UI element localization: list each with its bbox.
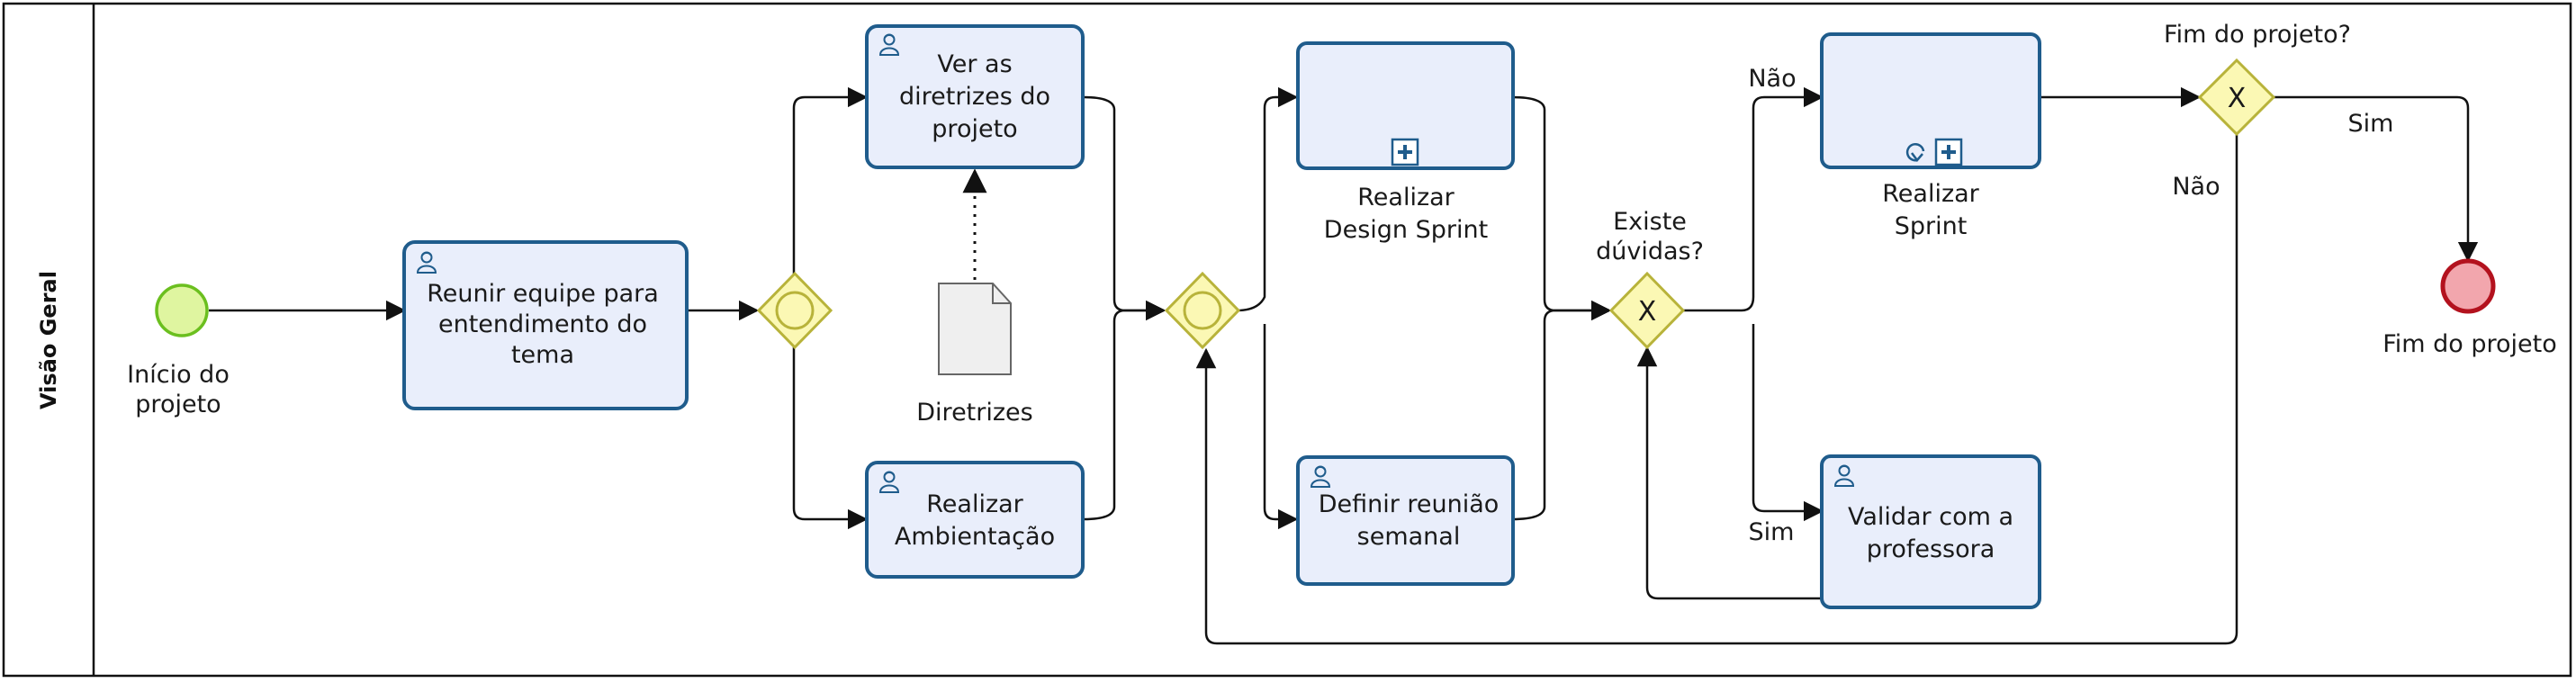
sequence-flows <box>209 86 2479 645</box>
gateway-inclusive-split[interactable] <box>756 271 833 350</box>
subprocess-marker-icon <box>1934 138 1963 166</box>
flow-label-nao: Não <box>2172 173 2220 201</box>
end-event[interactable] <box>2440 258 2496 314</box>
task-label-line: Design Sprint <box>1324 216 1488 244</box>
flow-label-sim: Sim <box>2348 110 2394 138</box>
gateway-existe-duvidas[interactable]: X <box>1608 271 1686 350</box>
task-label-line: tema <box>511 341 574 369</box>
exclusive-marker: X <box>1638 296 1657 328</box>
task-label-line: semanal <box>1357 523 1461 551</box>
data-object-diretrizes[interactable]: Diretrizes <box>916 283 1033 427</box>
loop-marker-icon <box>1905 143 1925 162</box>
task-label-line: Definir reunião <box>1319 490 1500 518</box>
task-label-line: Realizar <box>1882 180 1979 208</box>
task-validar-professora[interactable]: Validar com a professora <box>1820 454 2041 609</box>
task-label-line: Ver as <box>937 50 1012 78</box>
exclusive-marker: X <box>2228 83 2247 114</box>
gateway-fim-label: Fim do projeto? <box>2164 21 2351 49</box>
gateway-fim-do-projeto[interactable]: X <box>2197 58 2276 137</box>
flow-label-nao: Não <box>1748 65 1796 93</box>
gateway-inclusive-join-split[interactable] <box>1164 271 1241 350</box>
gateway-label-line: dúvidas? <box>1596 238 1704 265</box>
task-label-line: diretrizes do <box>899 83 1050 111</box>
task-definir-reuniao[interactable]: Definir reunião semanal <box>1296 455 1515 586</box>
task-label-line: projeto <box>932 115 1017 143</box>
task-ver-diretrizes[interactable]: Ver as diretrizes do projeto <box>865 24 1085 169</box>
task-label-line: Realizar <box>926 490 1023 518</box>
data-object-label: Diretrizes <box>916 399 1032 427</box>
task-label-line: Realizar <box>1357 184 1455 211</box>
document-icon <box>938 283 1012 375</box>
task-label-line: professora <box>1867 535 1995 563</box>
flow-label-sim: Sim <box>1749 518 1795 546</box>
task-label-line: Ambientação <box>895 523 1055 551</box>
end-event-label: Fim do projeto <box>2382 330 2557 358</box>
gateway-label-line: Existe <box>1613 208 1687 236</box>
task-label-line: Sprint <box>1895 212 1968 240</box>
task-label-line: Reunir equipe para <box>427 280 659 308</box>
task-label-line: Validar com a <box>1848 503 2013 531</box>
subprocess-marker-icon <box>1391 138 1419 166</box>
task-label-line: entendimento do <box>438 310 647 338</box>
start-event[interactable] <box>155 283 209 337</box>
lane-title: Visão Geral <box>36 271 61 409</box>
